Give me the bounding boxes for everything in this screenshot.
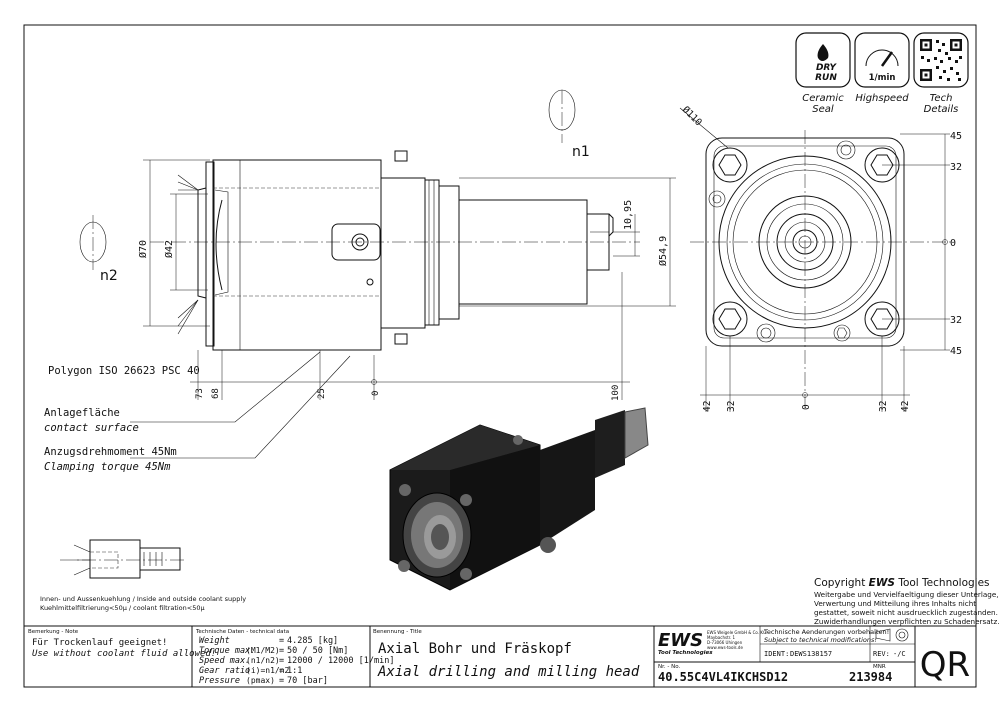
- speed-unit-text: 1/min: [869, 73, 896, 83]
- sheet-border: [23, 24, 977, 688]
- mnr-label: MNR: [873, 664, 886, 670]
- dim-100: 100: [611, 385, 621, 401]
- tech-row-ratio-eq: =: [279, 666, 284, 676]
- dim-73: 73: [195, 388, 205, 399]
- tech-row-speed-eq: =: [279, 656, 284, 666]
- ceramic-caption-2: Seal: [812, 104, 834, 115]
- dim-68: 68: [211, 388, 221, 399]
- ident-value: DEWS138157: [790, 650, 832, 658]
- tech-data-header: Technische Daten - technical data: [195, 629, 289, 635]
- copyright-title: Copyright EWS Tool Technologies: [814, 577, 990, 589]
- badge-dry-text: DRY: [816, 63, 838, 73]
- tech-row-torque-eq: =: [279, 646, 284, 656]
- part-number: 40.55C4VL4IKCHSD12: [658, 670, 788, 684]
- tech-row-pressure-label: Pressure: [199, 676, 240, 686]
- company-line-1: EWS Weigele GmbH & Co. KG: [707, 630, 766, 635]
- tech-row-weight-value: 4.285 [kg]: [287, 636, 338, 646]
- tech-row-speed-label: Speed max.: [199, 656, 250, 666]
- dim-right-0: 0: [950, 238, 956, 249]
- highspeed-caption: Highspeed: [855, 93, 909, 104]
- side-view: [79, 89, 676, 459]
- company-line-3: D-73066 Uhingen: [707, 640, 743, 645]
- company-line-4: www.ews-tools.de: [707, 645, 743, 650]
- highspeed-badge: 1/min: [854, 32, 910, 88]
- dim-d42: Ø42: [163, 240, 175, 258]
- changes-en: Subject to technical modifications!: [764, 636, 877, 644]
- dim-bottom-42-right: 42: [900, 401, 911, 412]
- tech-row-ratio-label: Gear ratio: [199, 666, 250, 676]
- coolant-schematic: [60, 539, 186, 579]
- tech-row-torque-label: Torque max.: [199, 646, 255, 656]
- dim-bottom-32-left: 32: [726, 401, 737, 412]
- company-line-2: Maybachstr. 1: [707, 635, 735, 640]
- badge-run-text: RUN: [815, 73, 837, 83]
- tech-caption-1: Tech: [930, 93, 953, 104]
- rev-value: -/C: [893, 650, 906, 658]
- title-de: Axial Bohr und Fräskopf: [378, 641, 572, 657]
- clamping-torque-en: Clamping torque 45Nm: [44, 461, 171, 473]
- dim-bottom-32-right: 32: [878, 401, 889, 412]
- copyright-line-3: gestattet, soweit nicht ausdruecklich zu…: [814, 608, 998, 617]
- front-view: [679, 107, 955, 412]
- tech-details-qr-badge[interactable]: [913, 32, 969, 88]
- dim-right-32-bottom: 32: [950, 315, 962, 326]
- coolant-line-2: Kuehlmittelfiltrierung<50µ / coolant fil…: [40, 604, 205, 612]
- title-header: Benennung - Title: [373, 629, 422, 635]
- note-de: Für Trockenlauf geeignet!: [32, 638, 167, 648]
- dim-right-32-top: 32: [950, 162, 962, 173]
- contact-surface-de: Anlagefläche: [44, 407, 120, 419]
- coolant-line-1: Innen- und Aussenkuehlung / Inside and o…: [40, 595, 246, 603]
- title-en: Axial drilling and milling head: [377, 664, 640, 680]
- rev-label: REV:: [873, 650, 890, 658]
- note-header: Bemerkung - Note: [28, 629, 79, 635]
- n2-label: n2: [100, 268, 118, 284]
- dim-25: 25: [317, 388, 327, 399]
- dim-bottom-0: 0: [801, 404, 812, 410]
- tech-row-pressure-sub: (pmax): [246, 676, 275, 685]
- copyright-line-4: Zuwiderhandlungen verpflichten zu Schade…: [814, 617, 1000, 626]
- dim-bottom-42-left: 42: [702, 401, 713, 412]
- ceramic-seal-badge: DRY RUN: [795, 32, 851, 88]
- tech-row-ratio-value: 1:1: [287, 666, 302, 676]
- product-3d-render: [389, 407, 649, 591]
- tech-row-torque-sub: (M1/M2): [246, 646, 280, 655]
- tech-row-pressure-eq: =: [279, 676, 284, 686]
- dim-right-45-bottom: 45: [950, 346, 962, 357]
- logo-sub-text: Tool Technologies: [658, 650, 713, 656]
- copyright-line-1: Weitergabe und Vervielfaeltigung dieser …: [814, 590, 999, 599]
- mnr-value: 213984: [849, 670, 892, 684]
- title-block: [24, 625, 976, 687]
- changes-de: Technische Aenderungen vorbehalten!: [763, 628, 889, 636]
- note-en: Use without coolant fluid allowed!: [32, 649, 216, 659]
- dim-1095: 10,95: [623, 200, 634, 230]
- n1-label: n1: [572, 144, 590, 160]
- polygon-label: Polygon ISO 26623 PSC 40: [48, 365, 200, 377]
- copyright-line-2: Verwertung und Mitteilung ihres Inhalts …: [814, 599, 976, 608]
- dim-0-side: 0: [371, 391, 381, 396]
- qr-label: QR: [920, 645, 970, 685]
- tech-caption-2: Details: [924, 104, 959, 115]
- ident-label: IDENT:: [764, 650, 789, 658]
- clamping-torque-de: Anzugsdrehmoment 45Nm: [44, 446, 177, 458]
- tech-row-torque-value: 50 / 50 [Nm]: [287, 646, 348, 656]
- logo-text: EWS: [658, 630, 703, 651]
- dim-d549: Ø54,9: [657, 236, 669, 266]
- tech-row-weight-eq: =: [279, 636, 284, 646]
- tech-row-pressure-value: 70 [bar]: [287, 676, 328, 686]
- dim-d70: Ø70: [137, 240, 149, 258]
- dim-right-45-top: 45: [950, 131, 962, 142]
- ews-logo: EWS Tool Technologies: [658, 630, 713, 656]
- ceramic-caption-1: Ceramic: [802, 93, 844, 104]
- tech-data-table: Weight = 4.285 [kg] Torque max. (M1/M2) …: [199, 636, 394, 686]
- tech-row-ratio-sub: (i)=n1/n2: [246, 666, 290, 675]
- tech-row-weight-label: Weight: [199, 636, 230, 646]
- tech-row-speed-value: 12000 / 12000 [1/min]: [287, 656, 394, 666]
- tech-row-speed-sub: (n1/n2): [246, 656, 280, 665]
- contact-surface-en: contact surface: [44, 422, 139, 434]
- number-label: Nr. - No.: [658, 664, 680, 670]
